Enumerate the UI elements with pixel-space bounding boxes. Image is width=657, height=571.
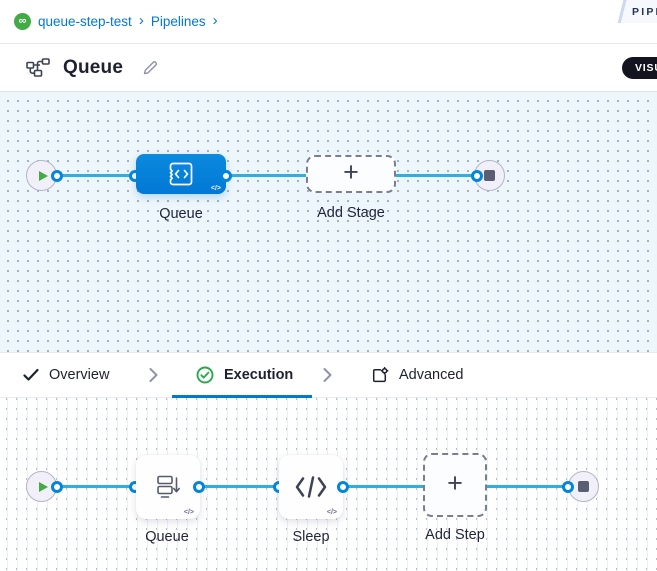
edit-pencil-icon[interactable]: [142, 59, 159, 76]
connector-port[interactable]: [471, 170, 483, 182]
breadcrumb-pipelines-link[interactable]: Pipelines: [150, 14, 206, 29]
tab-label: Execution: [224, 367, 294, 383]
tab-overview[interactable]: Overview: [23, 353, 109, 397]
tab-advanced[interactable]: Advanced: [371, 353, 464, 397]
connector-port[interactable]: [51, 481, 63, 493]
step-label: Queue: [145, 529, 189, 545]
breadcrumb: ∞ queue-step-test › Pipelines › PIPE: [0, 0, 657, 44]
active-tab-underline: [172, 395, 312, 398]
pipeline-flowchart-icon: [26, 58, 50, 77]
add-stage-label: Add Stage: [317, 205, 385, 221]
visual-yaml-toggle[interactable]: VISU: [622, 57, 657, 79]
advanced-settings-icon: [371, 366, 389, 384]
stop-icon: [578, 481, 589, 492]
queue-step-icon: [153, 472, 183, 502]
connector-port[interactable]: [220, 170, 232, 182]
check-icon: [23, 368, 39, 382]
tab-label: Advanced: [399, 367, 464, 383]
tab-execution[interactable]: Execution: [196, 353, 293, 397]
code-icon: [294, 476, 328, 498]
tab-label: Overview: [49, 367, 110, 383]
play-icon: [38, 170, 48, 181]
play-icon: [38, 481, 48, 492]
connector-port[interactable]: [337, 481, 349, 493]
step-label: Sleep: [292, 529, 330, 545]
stage-template-code-icon: [165, 160, 197, 188]
pipeline-title-bar: Queue VISU: [0, 44, 657, 92]
add-step-button[interactable]: +: [423, 453, 487, 517]
add-step-label: Add Step: [425, 527, 485, 543]
breadcrumb-project-link[interactable]: queue-step-test: [38, 14, 132, 29]
add-stage-button[interactable]: +: [306, 155, 396, 193]
chevron-right-icon: ›: [138, 12, 144, 29]
step-card-queue[interactable]: </>: [136, 455, 200, 519]
chevron-right-icon: ›: [212, 12, 218, 29]
project-link-icon: ∞: [14, 13, 31, 30]
stage-label: Queue: [159, 206, 203, 222]
chevron-right-icon: [322, 353, 333, 397]
stop-icon: [484, 170, 495, 181]
connector-port[interactable]: [51, 170, 63, 182]
code-badge-icon: </>: [326, 509, 337, 516]
page-title: Queue: [63, 56, 124, 78]
stage-node-queue[interactable]: </>: [136, 154, 226, 194]
plus-icon: +: [447, 468, 463, 498]
connector-port[interactable]: [193, 481, 205, 493]
plus-icon: +: [343, 157, 359, 187]
chevron-right-icon: [148, 353, 159, 397]
execution-graph-canvas[interactable]: </> Queue </> Sleep + Add Step: [0, 398, 657, 571]
step-card-sleep[interactable]: </>: [279, 455, 343, 519]
stage-graph-canvas[interactable]: </> Queue + Add Stage: [0, 92, 657, 352]
stage-config-tabs: Overview Execution Advanced: [0, 352, 657, 398]
code-badge-icon: </>: [183, 509, 194, 516]
check-circle-icon: [196, 366, 214, 384]
pipeline-studio-ribbon: PIPE: [611, 0, 657, 23]
pipeline-end-node: [474, 160, 505, 191]
connector-port[interactable]: [562, 481, 574, 493]
code-badge-icon: </>: [210, 185, 221, 192]
stage-connector-line: [53, 174, 477, 177]
execution-start-node: [26, 471, 57, 502]
